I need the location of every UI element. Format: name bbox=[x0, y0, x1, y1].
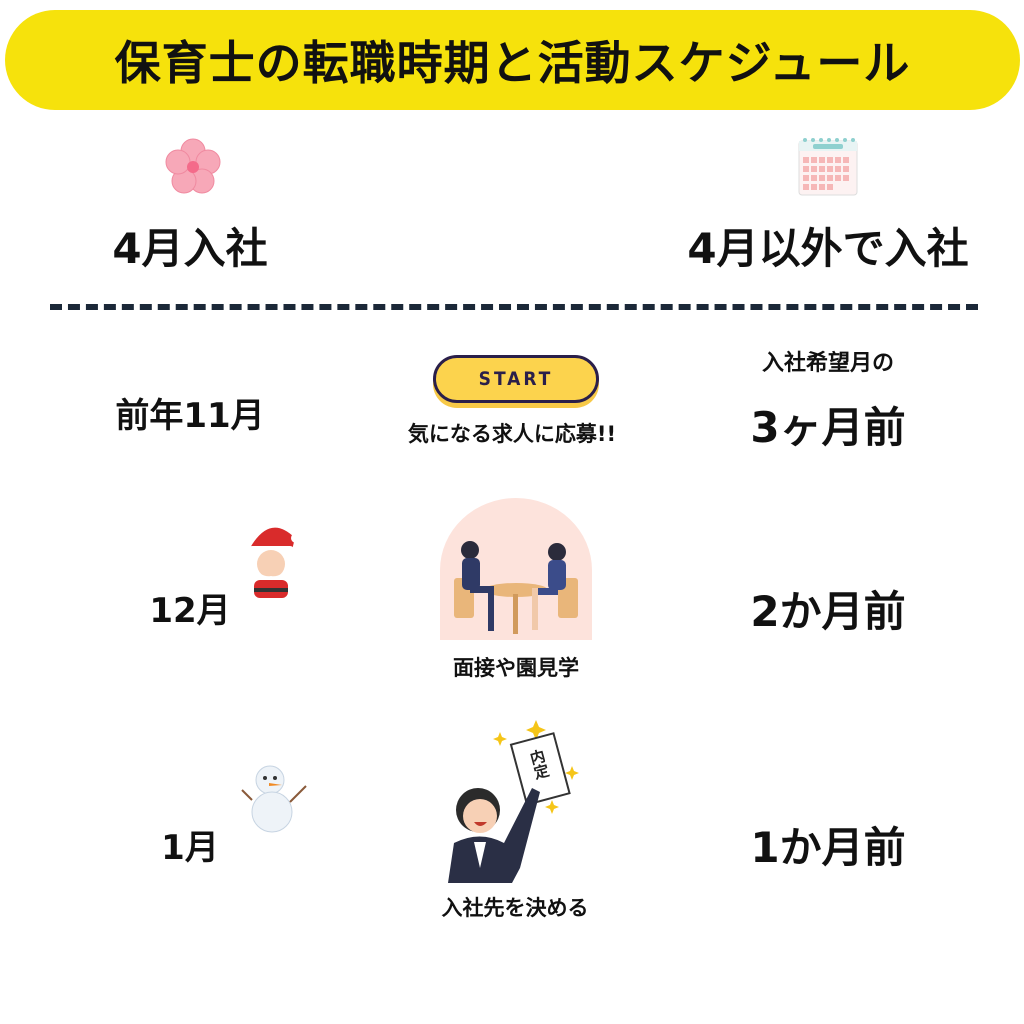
row1-right: 3ヶ月前 bbox=[750, 403, 906, 452]
row2-right: 2か月前 bbox=[750, 587, 906, 636]
start-button: START bbox=[433, 355, 599, 403]
snowman-icon bbox=[241, 765, 307, 833]
divider bbox=[50, 304, 978, 310]
interview-illustration bbox=[440, 498, 592, 640]
job-offer-illustration: 内定 bbox=[448, 720, 579, 883]
row1-caption: 気になる求人に応募!! bbox=[407, 422, 617, 446]
title-bar: 保育士の転職時期と活動スケジュール bbox=[5, 10, 1020, 110]
row3-month: 1月 bbox=[161, 828, 219, 868]
column-header-other: 4月以外で入社 bbox=[687, 224, 969, 273]
row2-caption: 面接や園見学 bbox=[453, 656, 579, 680]
row1-right-sub: 入社希望月の bbox=[761, 351, 895, 376]
start-label: START bbox=[478, 368, 554, 390]
row2-month: 12月 bbox=[149, 591, 231, 631]
row3-right: 1か月前 bbox=[750, 823, 906, 872]
row1-month: 前年11月 bbox=[115, 396, 265, 436]
santa-icon bbox=[248, 527, 301, 598]
page-title: 保育士の転職時期と活動スケジュール bbox=[114, 36, 911, 90]
calendar-icon bbox=[798, 138, 858, 196]
row3-caption: 入社先を決める bbox=[441, 896, 589, 920]
column-header-april: 4月入社 bbox=[112, 224, 268, 273]
cherry-blossom-icon bbox=[165, 138, 221, 194]
